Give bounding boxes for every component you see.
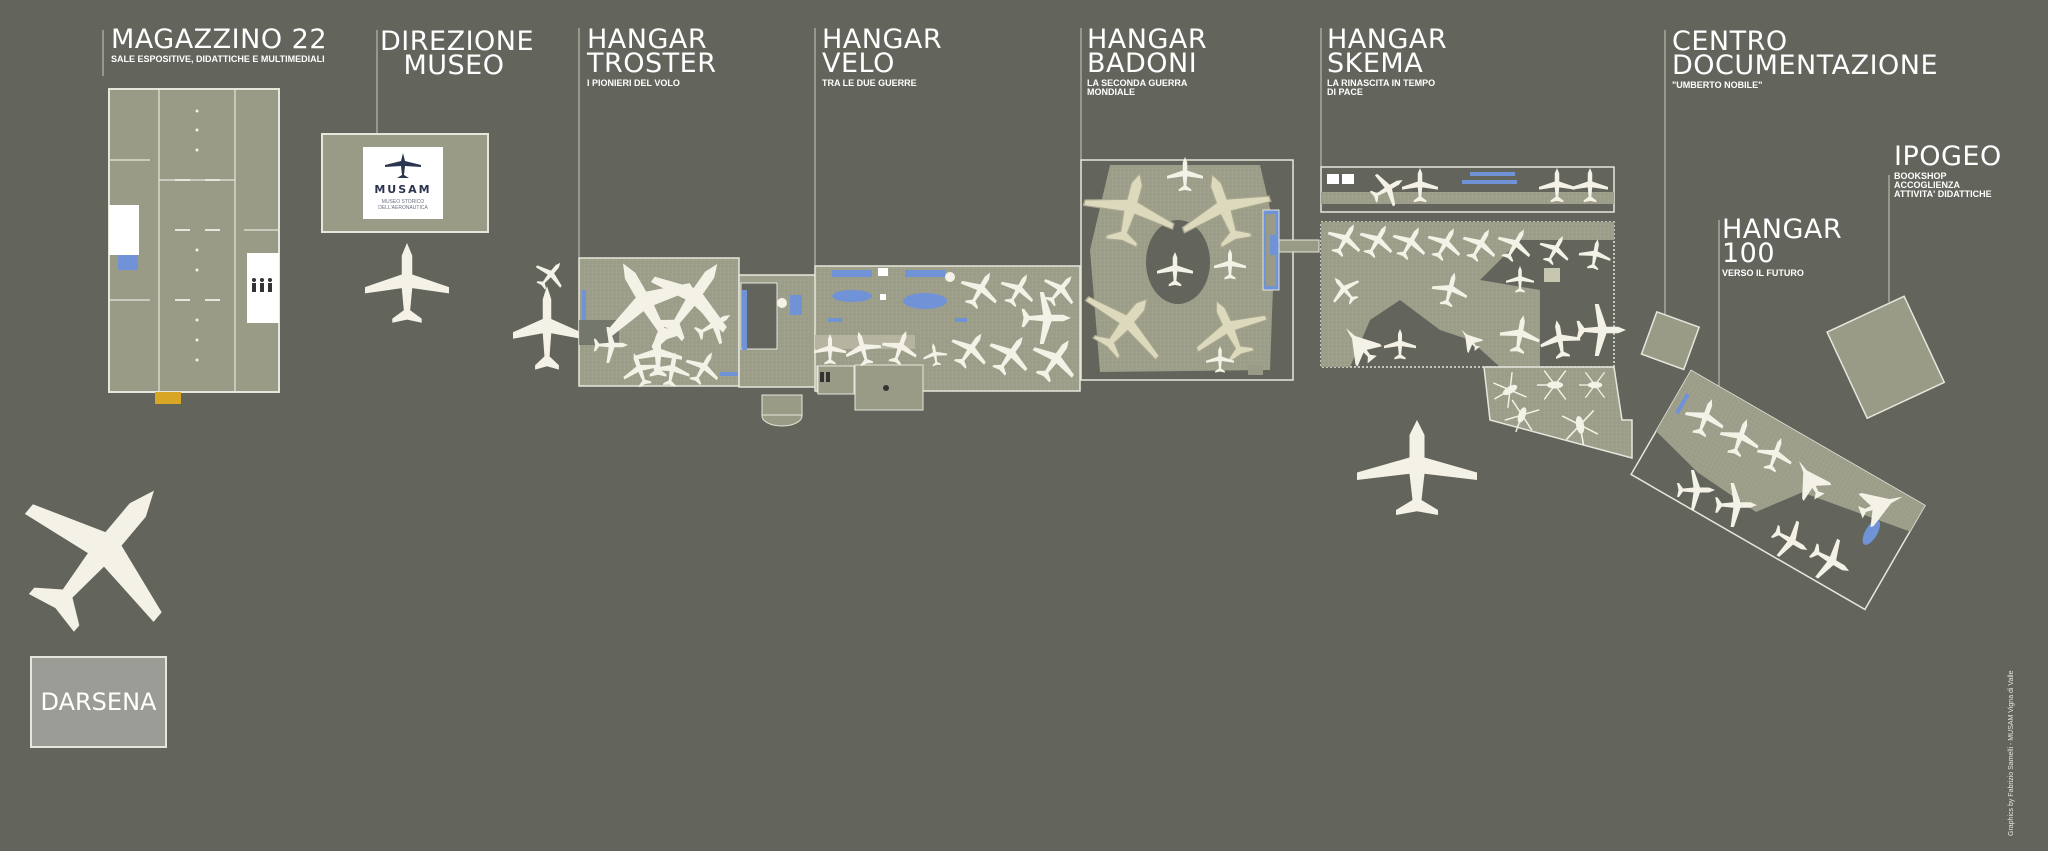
logo-subtext: MUSEO STORICO DELL'AERONAUTICA [378,199,428,211]
logo-text: MUSAM [374,183,432,196]
airplane-icon[interactable] [0,436,219,667]
logo-icon: MUSAM MUSEO STORICO DELL'AERONAUTICA [363,147,443,219]
area-title: HANGAR SKEMA [1327,24,1448,79]
label-hangar-100: HANGAR 100 VERSO IL FUTURO [1722,214,1843,278]
area-subtitle: BOOKSHOP ACCOGLIENZA ATTIVITA' DIDATTICH… [1894,171,1992,199]
info-icon [777,298,787,308]
airplane-icon[interactable] [513,286,581,370]
area-subtitle: TRA LE DUE GUERRE [822,78,917,88]
label-magazzino-22: MAGAZZINO 22 SALE ESPOSITIVE, DIDATTICHE… [111,24,328,64]
label-direzione-museo: DIREZIONE MUSEO [380,26,535,81]
area-title: HANGAR 100 [1722,214,1843,269]
magazzino-22-building[interactable] [108,88,280,404]
darsena-building[interactable]: DARSENA [30,656,167,748]
area-title: HANGAR VELO [822,24,943,79]
label-hangar-skema: HANGAR SKEMA LA RINASCITA IN TEMPO DI PA… [1327,24,1448,97]
airplane-icon[interactable] [365,243,449,323]
area-subtitle: LA SECONDA GUERRA MONDIALE [1087,78,1188,97]
ipogeo-building[interactable] [1826,295,1946,420]
area-subtitle: SALE ESPOSITIVE, DIDATTICHE E MULTIMEDIA… [111,54,325,64]
area-subtitle: "UMBERTO NOBILE" [1672,80,1763,90]
label-hangar-badoni: HANGAR BADONI LA SECONDA GUERRA MONDIALE [1087,24,1208,97]
airplane-icon[interactable] [528,252,573,297]
restroom-icon [820,372,830,382]
area-title: IPOGEO [1894,141,2002,172]
airplane-icon[interactable] [1357,420,1477,515]
area-subtitle: LA RINASCITA IN TEMPO DI PACE [1327,78,1436,97]
label-centro-documentazione: CENTRO DOCUMENTAZIONE "UMBERTO NOBILE" [1672,26,1939,90]
hangar-skema-building[interactable] [1320,166,1633,459]
label-hangar-velo: HANGAR VELO TRA LE DUE GUERRE [822,24,943,88]
centro-documentazione-building[interactable] [1640,310,1701,371]
area-title: CENTRO DOCUMENTAZIONE [1672,26,1939,81]
label-ipogeo: IPOGEO BOOKSHOP ACCOGLIENZA ATTIVITA' DI… [1894,141,2002,199]
area-title: HANGAR BADONI [1087,24,1208,79]
hangar-velo-building[interactable] [814,265,1081,411]
area-title: HANGAR TROSTER [587,24,717,79]
stairs-icon [883,385,889,391]
credit-text: Graphics by Fabrizio Samelli - MUSAM Vig… [2008,670,2015,836]
restroom-icon [252,278,272,292]
area-title: MAGAZZINO 22 [111,24,328,55]
exit-marker [155,392,181,404]
hangar-100-building[interactable] [1630,369,1926,611]
area-subtitle: VERSO IL FUTURO [1722,268,1804,278]
airplane-icon [385,153,421,178]
area-subtitle: I PIONIERI DEL VOLO [587,78,680,88]
area-title: DIREZIONE MUSEO [380,26,535,81]
label-leader-lines [102,28,1890,388]
label-hangar-troster: HANGAR TROSTER I PIONIERI DEL VOLO [587,24,717,88]
